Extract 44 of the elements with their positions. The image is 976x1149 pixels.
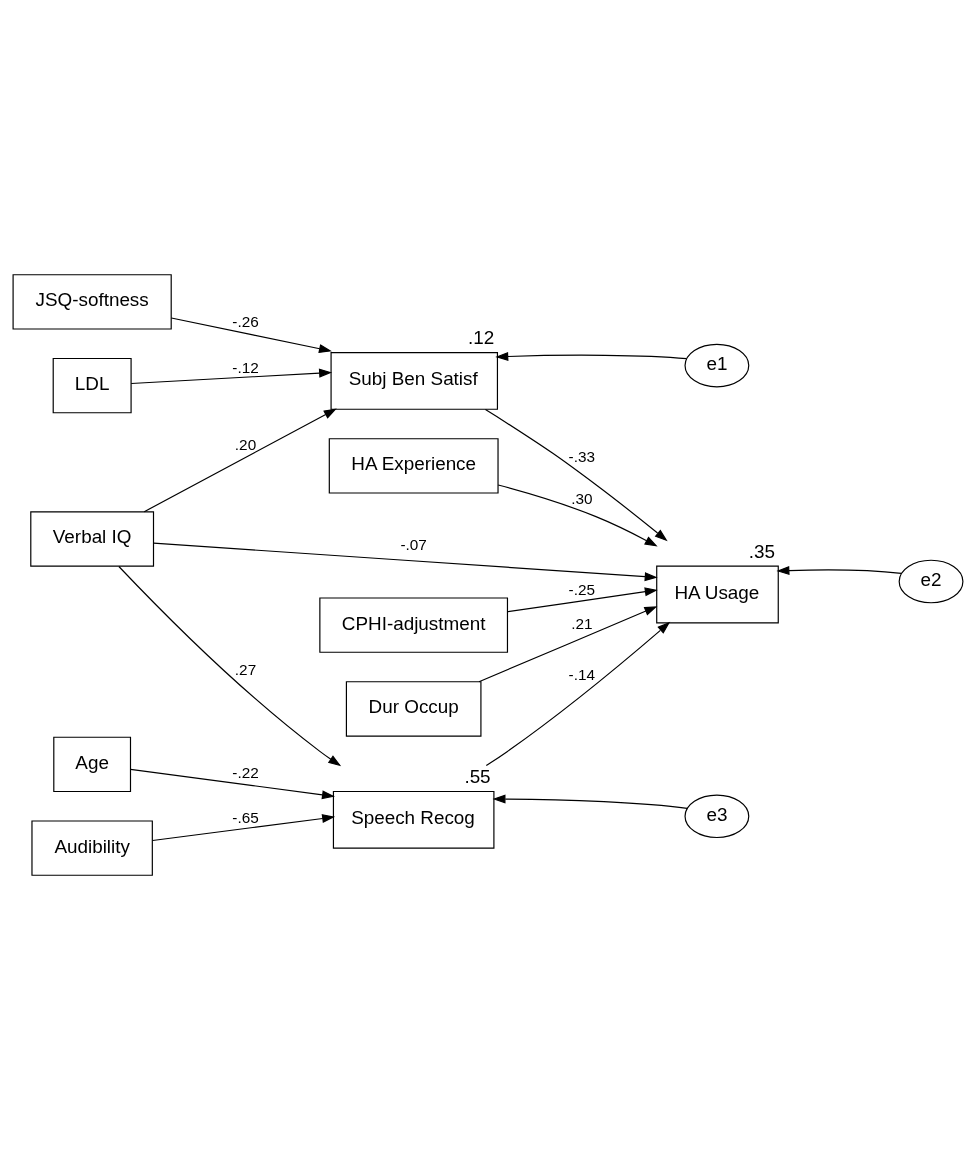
arrow (495, 351, 688, 361)
arrow (152, 813, 336, 841)
node-box: Audibility (31, 819, 153, 876)
arrow (492, 794, 688, 809)
node-box: LDL (52, 357, 132, 413)
node-box: HA Experience (328, 437, 499, 494)
edge-label: -.65 (232, 808, 259, 826)
node-box: JSQ-softness (12, 273, 172, 330)
node-box: Subj Ben Satisf (330, 351, 499, 410)
node-label: .12 (467, 326, 495, 348)
node-box: HA Usage (656, 565, 779, 623)
arrow (484, 408, 668, 541)
node-label: .35 (748, 540, 775, 562)
edge-label: .27 (234, 660, 257, 678)
node-ellipse: e2 (898, 559, 964, 603)
arrow (776, 565, 902, 575)
edge-label: -.07 (400, 535, 427, 553)
arrow (143, 408, 337, 512)
node-box: Verbal IQ (30, 510, 155, 567)
arrow (507, 586, 658, 612)
arrow (130, 368, 333, 384)
arrow (153, 542, 658, 581)
arrow (497, 483, 658, 547)
node-box: Age (53, 736, 132, 792)
arrow (478, 605, 658, 682)
edge-label: .20 (234, 435, 257, 453)
edge-label: .21 (571, 614, 593, 632)
edge-label: -.12 (232, 358, 259, 376)
arrow (118, 565, 342, 766)
node-box: Dur Occup (345, 680, 482, 737)
arrow (170, 316, 332, 353)
node-box: Speech Recog (332, 790, 495, 849)
node-box: CPHI-adjustment (319, 596, 509, 653)
edge-label: -.26 (232, 312, 259, 330)
edge-label: -.33 (568, 447, 596, 465)
edge-label: .30 (571, 489, 593, 507)
node-ellipse: e3 (684, 793, 750, 838)
arrow (485, 621, 671, 766)
arrow (130, 768, 335, 799)
node-label: .55 (464, 765, 491, 787)
edge-label: -.22 (232, 763, 259, 781)
node-ellipse: e1 (684, 343, 750, 387)
edge-label: -.14 (568, 665, 596, 683)
edge-label: -.25 (568, 580, 596, 598)
